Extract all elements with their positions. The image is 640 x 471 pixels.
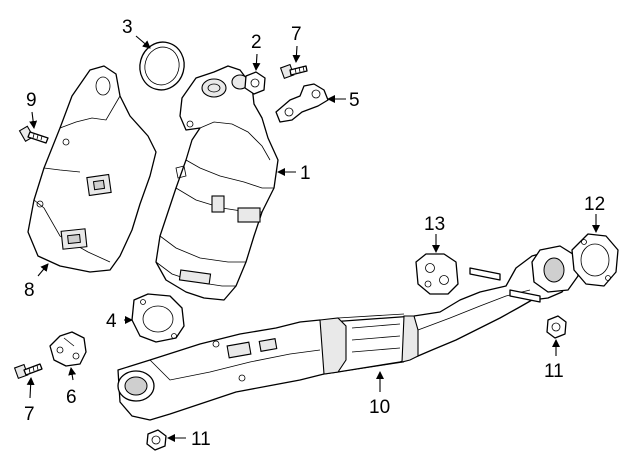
bracket-part-6 <box>49 331 87 367</box>
callout-label-8: 8 <box>24 280 35 301</box>
nut-part-2 <box>244 71 266 95</box>
bracket-part-5 <box>275 83 329 123</box>
leader-lines <box>26 35 600 442</box>
callout-label-7-bottom: 7 <box>24 404 35 425</box>
bolt-part-7-bottom <box>13 363 43 380</box>
bolt-part-9 <box>18 125 49 144</box>
callout-label-10: 10 <box>369 397 390 418</box>
flange-gasket-part <box>571 233 619 287</box>
exhaust-pipe-part <box>117 245 579 421</box>
callout-label-1: 1 <box>300 163 311 184</box>
nut-part-11-bottom <box>146 429 167 451</box>
callout-label-7-top: 7 <box>291 24 302 45</box>
rubber-hanger-part <box>415 253 459 295</box>
gasket-ring-part <box>139 41 185 91</box>
gasket-part-4 <box>131 293 185 343</box>
callout-label-5: 5 <box>349 90 360 111</box>
callout-labels: 1 2 3 4 5 6 7 7 8 9 10 11 11 12 13 <box>24 17 605 450</box>
callout-label-2: 2 <box>251 32 262 53</box>
callout-label-11-bottom: 11 <box>191 429 211 450</box>
callout-label-4: 4 <box>106 311 117 332</box>
callout-label-12: 12 <box>584 194 605 215</box>
callout-label-11-right: 11 <box>544 361 564 382</box>
bolt-part-7-top <box>279 63 308 80</box>
callout-label-13: 13 <box>424 214 445 235</box>
catalytic-converter-part <box>155 65 279 301</box>
heat-shield-part <box>27 65 157 273</box>
callout-label-3: 3 <box>122 17 133 38</box>
callout-label-6: 6 <box>66 387 77 408</box>
nut-part-11-right <box>546 315 567 339</box>
callout-label-9: 9 <box>26 90 37 111</box>
